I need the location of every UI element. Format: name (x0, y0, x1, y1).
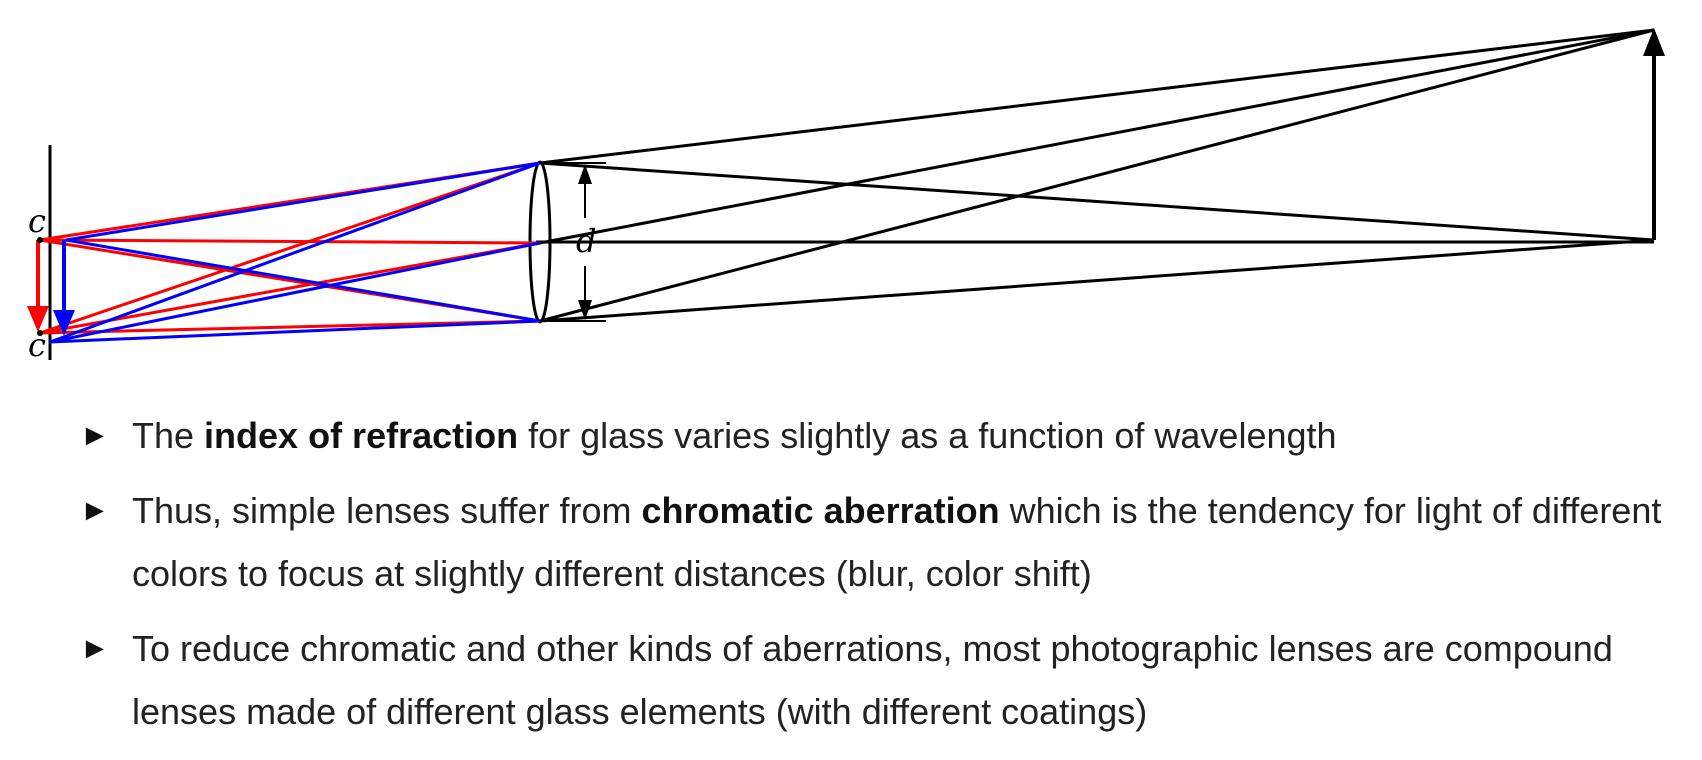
object-rays (539, 28, 1655, 323)
aperture-arrow-up (578, 164, 592, 184)
aperture-label: d (576, 222, 596, 260)
aperture-arrow-down (578, 300, 592, 320)
bullet-text-after: for glass varies slightly as a function … (518, 415, 1337, 456)
red-image-arrow-head (27, 306, 49, 332)
bullet-text-after: which is the tendency for light of diffe… (132, 490, 1662, 594)
bullet-marker-icon: ► (80, 632, 110, 665)
object-arrow-head (1643, 28, 1665, 56)
focus-dot-top (37, 237, 43, 243)
bullet-list: ► The index of refraction for glass vari… (76, 404, 1676, 755)
blue-image-arrow-head (53, 310, 75, 336)
bullet-text-bold: chromatic aberration (641, 490, 1000, 531)
bullet-marker-icon: ► (80, 494, 110, 527)
bullet-item: ► Thus, simple lenses suffer from chroma… (76, 479, 1676, 605)
blue-rays (49, 161, 541, 344)
bullet-marker-icon: ► (80, 419, 110, 452)
focus-dot-bottom (37, 330, 43, 336)
bullet-text-before: To reduce chromatic and other kinds of a… (132, 628, 1613, 732)
bullet-text-before: Thus, simple lenses suffer from (132, 490, 642, 531)
bullet-text-before: The (132, 415, 205, 456)
focus-label-top: c (28, 202, 46, 240)
bullet-item: ► To reduce chromatic and other kinds of… (76, 617, 1676, 743)
chromatic-aberration-diagram: d c c (27, 28, 1665, 364)
bullet-item: ► The index of refraction for glass vari… (76, 404, 1676, 467)
focus-label-bottom: c (28, 326, 46, 364)
bullet-text-bold: index of refraction (204, 415, 519, 456)
